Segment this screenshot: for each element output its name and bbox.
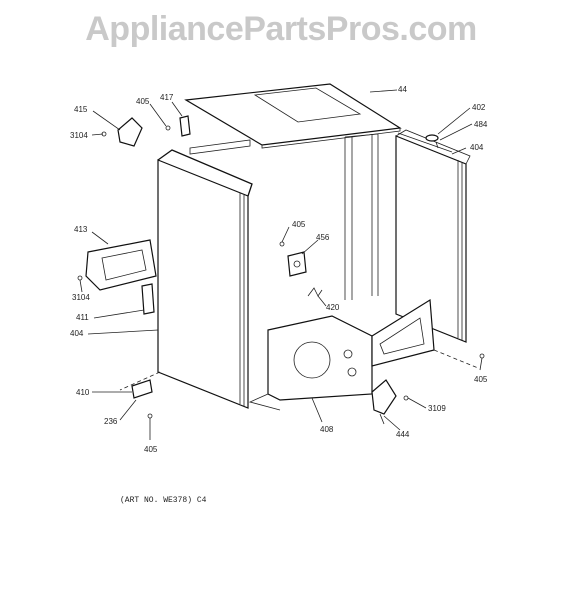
- callout-405-bottom: 405: [144, 445, 158, 454]
- callout-3104-top: 3104: [70, 131, 88, 140]
- callout-420: 420: [326, 303, 340, 312]
- art-number: (ART NO. WE378) C4: [120, 496, 207, 505]
- callout-404-left: 404: [70, 329, 84, 338]
- callout-411: 411: [76, 313, 89, 322]
- callout-44: 44: [398, 85, 407, 94]
- part-413-shield: [85, 239, 157, 291]
- part-402-484-fasteners: [425, 134, 439, 149]
- top-panel: [184, 83, 402, 149]
- callout-410: 410: [76, 388, 90, 397]
- part-411-bracket: [141, 283, 155, 315]
- callout-405-right: 405: [474, 375, 488, 384]
- part-417-bracket: [179, 115, 191, 137]
- callout-408: 408: [320, 425, 334, 434]
- part-410-leveler: [131, 379, 153, 399]
- callout-236: 236: [104, 417, 118, 426]
- part-420-spring: [307, 287, 323, 297]
- part-444-switch: [371, 379, 397, 425]
- callout-413: 413: [74, 225, 88, 234]
- left-side-panel: [157, 149, 253, 409]
- callout-402: 402: [472, 103, 486, 112]
- base-frame: [119, 298, 479, 411]
- watermark: AppliancePartsPros.com: [85, 10, 477, 48]
- callout-417: 417: [160, 93, 174, 102]
- callout-415: 415: [74, 105, 88, 114]
- part-456-clip: [287, 251, 307, 277]
- callout-3104-mid: 3104: [72, 293, 90, 302]
- callout-3109: 3109: [428, 404, 446, 413]
- callout-405-mid: 405: [292, 220, 306, 229]
- callout-404-right: 404: [470, 143, 484, 152]
- rear-frame: [189, 132, 453, 300]
- part-415: [117, 117, 143, 147]
- leader-lines: [79, 89, 483, 440]
- callout-405-top: 405: [136, 97, 150, 106]
- callout-444: 444: [396, 430, 410, 439]
- callout-456: 456: [316, 233, 330, 242]
- right-side-panel: [395, 129, 471, 343]
- callout-484: 484: [474, 120, 488, 129]
